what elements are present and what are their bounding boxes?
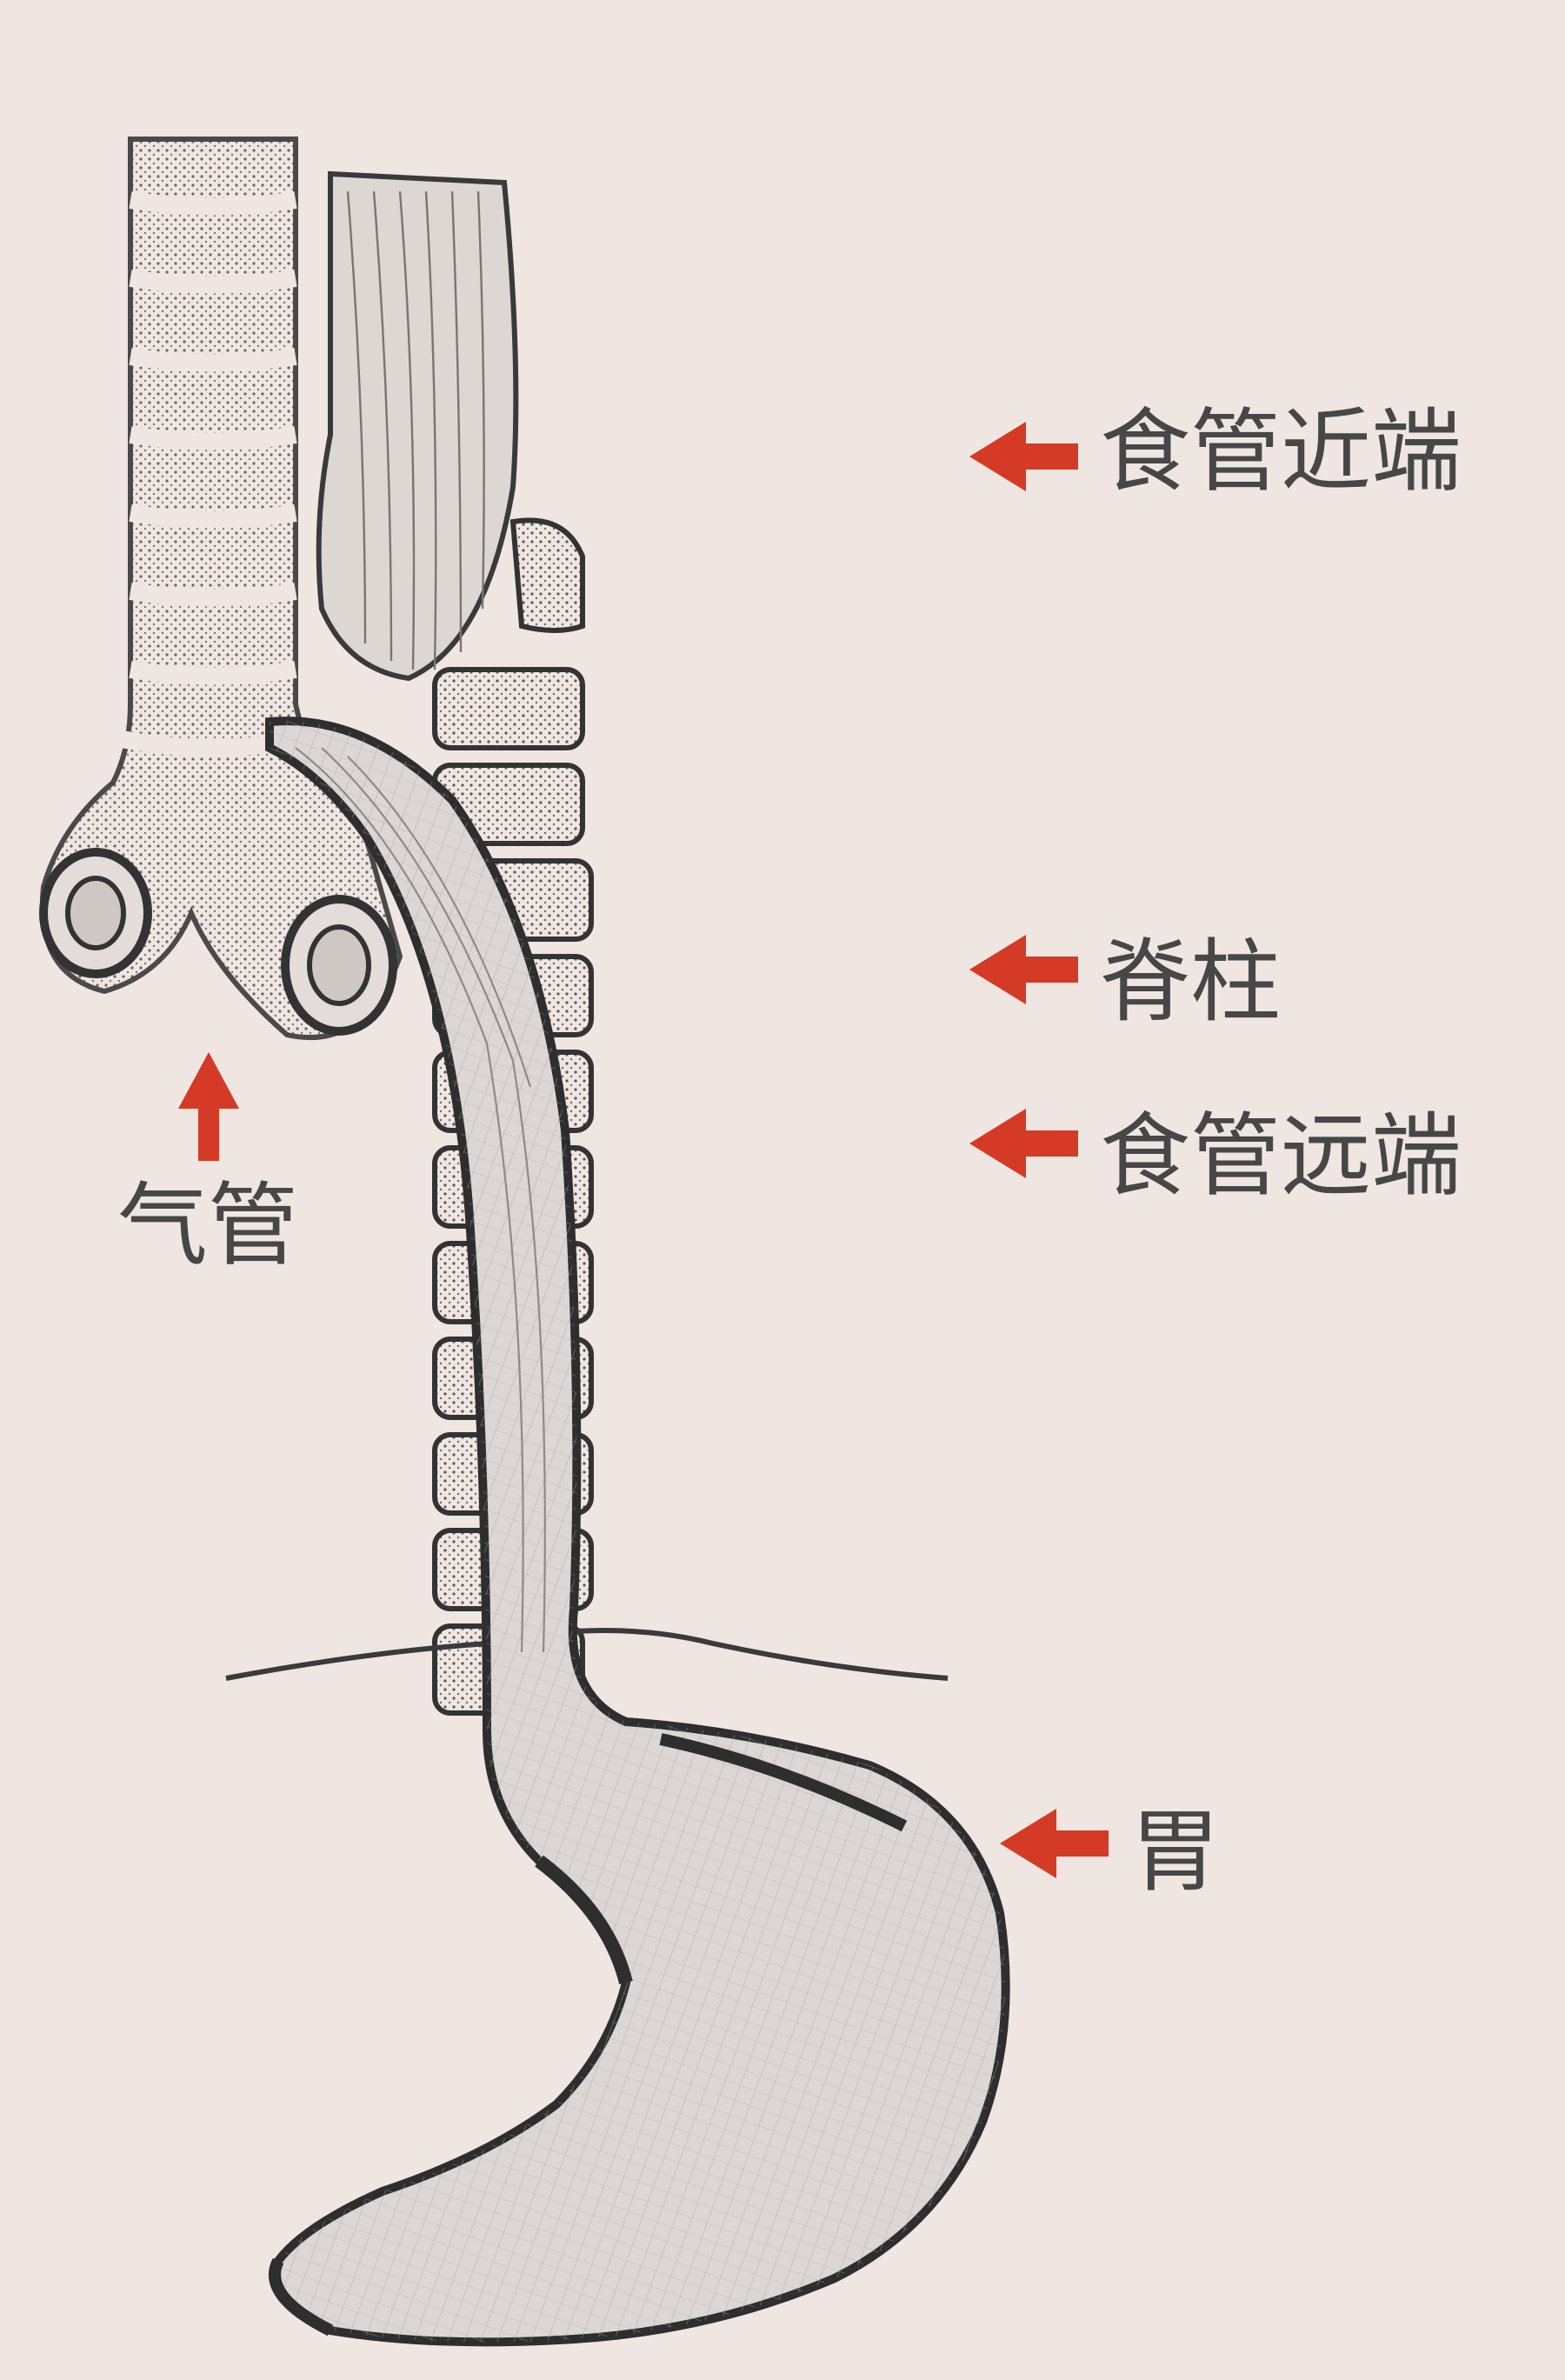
- label-text: 脊柱: [1100, 929, 1281, 1035]
- label-proximal-esophagus: 食管近端: [969, 398, 1462, 504]
- label-text: 气管: [117, 1172, 298, 1278]
- trachea-drawing: [39, 137, 403, 1041]
- arrow-left-icon: [969, 422, 1078, 491]
- label-spine: 脊柱: [969, 929, 1281, 1035]
- label-distal-esophagus: 食管远端: [969, 1103, 1462, 1209]
- label-text: 食管远端: [1100, 1103, 1462, 1209]
- arrow-left-icon: [1000, 1809, 1109, 1878]
- arrow-up-icon: [178, 1052, 239, 1161]
- stomach-drawing: [265, 717, 1010, 2347]
- arrow-left-icon: [969, 935, 1078, 1004]
- label-trachea: 气管: [117, 1052, 298, 1278]
- label-text: 胃: [1130, 1798, 1221, 1904]
- label-text: 食管近端: [1100, 398, 1462, 504]
- diaphragm-line: [225, 1628, 949, 1681]
- arrow-left-icon: [969, 1109, 1078, 1178]
- proximal-esophagus-drawing: [316, 170, 519, 682]
- label-stomach: 胃: [1000, 1798, 1221, 1904]
